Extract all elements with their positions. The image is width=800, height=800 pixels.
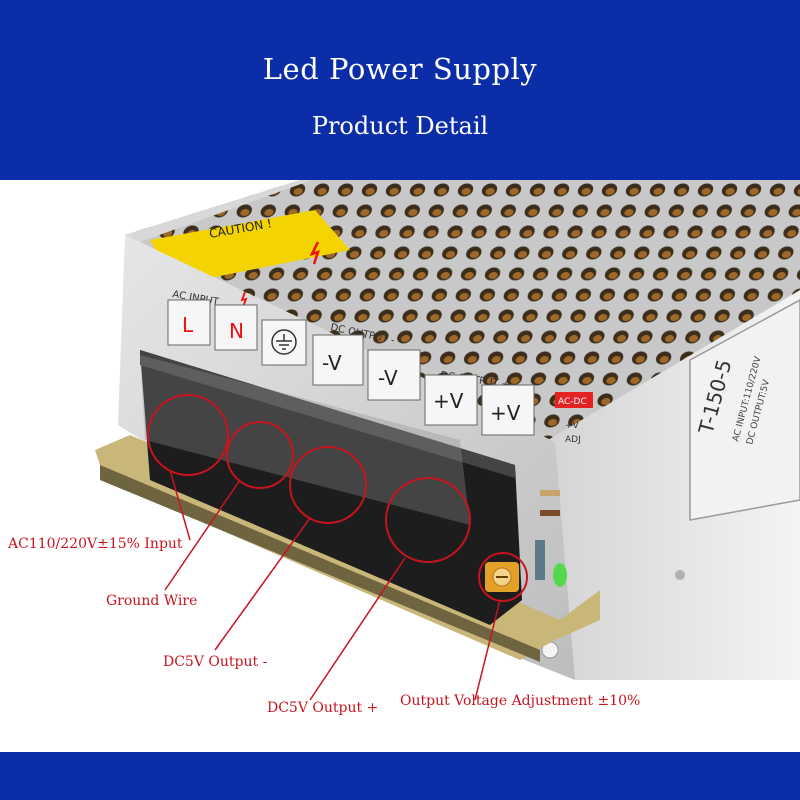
callout-voltage-adjust: Output Voltage Adjustment ±10% — [400, 693, 641, 709]
page-title: Led Power Supply — [262, 52, 538, 86]
footer-banner — [0, 752, 800, 800]
dc-minus-circle — [289, 446, 367, 524]
terminal-l-label: L — [182, 313, 194, 337]
header-banner: Led Power Supply Product Detail — [0, 0, 800, 180]
page-subtitle: Product Detail — [311, 112, 489, 140]
terminal-v1-label: -V — [322, 351, 342, 375]
adjust-circle — [478, 552, 528, 602]
terminal-v2-label: -V — [378, 366, 398, 390]
adj-label-top: +V — [565, 421, 580, 431]
callout-ground-wire: Ground Wire — [106, 593, 198, 609]
adjustment-potentiometer — [485, 562, 519, 592]
callout-dc-plus: DC5V Output + — [267, 700, 379, 716]
ac-input-circle — [147, 394, 229, 476]
ground-circle — [226, 421, 294, 489]
callout-circles — [147, 394, 528, 602]
side-panel: T-150-5 AC INPUT:110/220V DC OUTPUT:5V — [541, 290, 800, 680]
adj-label-bottom: ADJ — [565, 435, 581, 445]
terminal-v3-label: +V — [433, 389, 464, 413]
terminal-v4-label: +V — [490, 401, 521, 425]
callout-lines — [164, 469, 501, 701]
dc-plus-circle — [385, 477, 471, 563]
power-supply-photo: CAUTION ! T-150-5 AC INPUT:110/220V DC O… — [95, 180, 800, 701]
terminal-n-label: N — [229, 319, 244, 343]
acdc-badge: AC-DC — [558, 397, 587, 407]
ground-symbol-icon — [271, 329, 297, 355]
callout-dc-minus: DC5V Output - — [163, 654, 268, 670]
callout-ac-input: AC110/220V±15% Input — [8, 536, 183, 552]
terminal-block — [140, 350, 522, 625]
